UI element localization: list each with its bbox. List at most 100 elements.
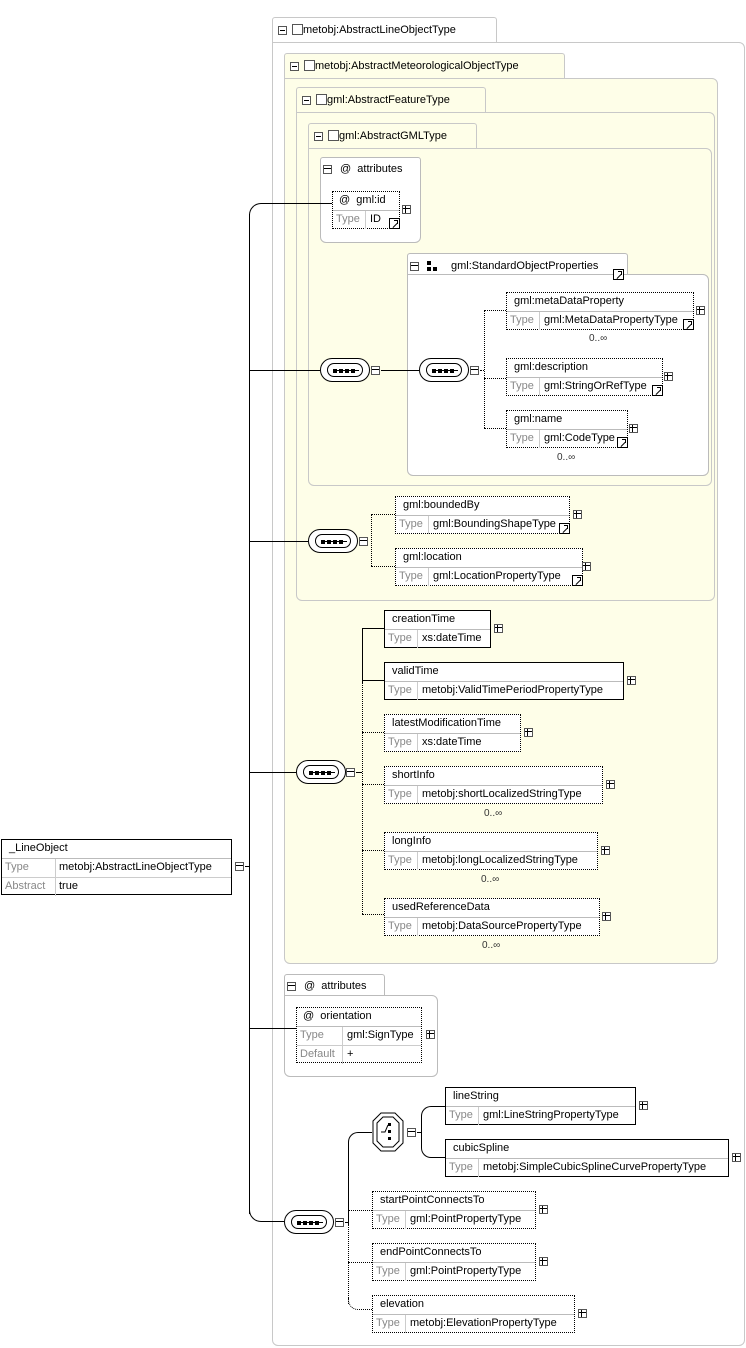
collapse-icon[interactable] xyxy=(359,537,368,546)
collapse-icon[interactable] xyxy=(302,96,311,105)
tab-feature-type[interactable]: gml:AbstractFeatureType xyxy=(296,87,486,113)
expand-icon[interactable] xyxy=(629,424,638,433)
expand-icon[interactable] xyxy=(494,624,503,633)
goto-group-icon[interactable] xyxy=(613,269,624,280)
sequence-compositor-icon[interactable] xyxy=(284,1210,334,1234)
type-label: metobj:AbstractMeteorologicalObjectType xyxy=(315,60,519,72)
sequence-compositor-icon[interactable] xyxy=(419,358,469,382)
expand-icon[interactable] xyxy=(627,676,636,685)
type-value: gml:PointPropertyType xyxy=(410,1213,522,1225)
type-value: ID xyxy=(370,213,381,225)
expand-icon[interactable] xyxy=(578,1309,587,1318)
collapse-icon[interactable] xyxy=(314,132,323,141)
element-name: latestModificationTime xyxy=(385,715,520,734)
expand-icon[interactable] xyxy=(601,846,610,855)
type-key: Type xyxy=(297,1027,343,1045)
expand-icon[interactable] xyxy=(402,205,411,214)
type-value: metobj:SimpleCubicSplineCurvePropertyTyp… xyxy=(483,1161,707,1173)
element-name: gml:boundedBy xyxy=(396,497,569,516)
collapse-icon[interactable] xyxy=(278,26,287,35)
collapse-icon[interactable] xyxy=(335,1218,344,1227)
collapse-icon[interactable] xyxy=(371,366,380,375)
type-checkbox-icon[interactable] xyxy=(328,130,339,141)
attributes-header: @ attributes xyxy=(304,980,367,992)
goto-type-icon[interactable] xyxy=(617,437,628,448)
element-name: cubicSpline xyxy=(446,1140,728,1159)
type-key: Type xyxy=(385,786,418,804)
collapse-icon[interactable] xyxy=(410,262,419,271)
element-name: elevation xyxy=(373,1296,574,1315)
expand-icon[interactable] xyxy=(664,372,673,381)
expand-icon[interactable] xyxy=(524,728,533,737)
expand-icon[interactable] xyxy=(539,1205,548,1214)
collapse-icon[interactable] xyxy=(235,862,244,871)
collapse-icon[interactable] xyxy=(287,982,296,991)
type-key: Type xyxy=(446,1107,479,1125)
type-checkbox-icon[interactable] xyxy=(292,24,303,35)
expand-icon[interactable] xyxy=(696,306,705,315)
type-checkbox-icon[interactable] xyxy=(316,94,327,105)
sequence-compositor-icon[interactable] xyxy=(308,529,358,553)
sequence-compositor-icon[interactable] xyxy=(296,760,346,784)
expand-icon[interactable] xyxy=(573,510,582,519)
cardinality: 0..∞ xyxy=(589,333,608,344)
attributes-label: attributes xyxy=(321,980,367,992)
collapse-icon[interactable] xyxy=(470,366,479,375)
collapse-icon[interactable] xyxy=(407,1128,416,1137)
collapse-icon[interactable] xyxy=(346,768,355,777)
expand-icon[interactable] xyxy=(539,1257,548,1266)
choice-compositor-icon[interactable] xyxy=(372,1112,404,1152)
expand-icon[interactable] xyxy=(639,1101,648,1110)
type-key: Type xyxy=(373,1263,406,1281)
cardinality: 0..∞ xyxy=(557,452,576,463)
at-icon: @ xyxy=(303,1010,315,1022)
tab-line-object-type[interactable]: metobj:AbstractLineObjectType xyxy=(272,17,497,43)
type-value: metobj:DataSourcePropertyType xyxy=(422,920,582,932)
element-name: shortInfo xyxy=(385,767,602,786)
type-value: gml:LineStringPropertyType xyxy=(483,1109,619,1121)
type-value: gml:BoundingShapeType xyxy=(433,518,556,530)
goto-type-icon[interactable] xyxy=(559,523,570,534)
element-name: gml:description xyxy=(507,359,662,378)
type-value: metobj:longLocalizedStringType xyxy=(422,854,578,866)
type-checkbox-icon[interactable] xyxy=(304,60,315,71)
expand-icon[interactable] xyxy=(582,562,591,571)
expand-icon[interactable] xyxy=(426,1030,435,1039)
expand-icon[interactable] xyxy=(732,1153,741,1162)
attribute-name: gml:id xyxy=(356,194,386,206)
goto-type-icon[interactable] xyxy=(652,385,663,396)
attribute-name: orientation xyxy=(320,1010,372,1022)
sequence-compositor-icon[interactable] xyxy=(320,358,370,382)
element-name: gml:location xyxy=(396,549,582,568)
type-value: gml:PointPropertyType xyxy=(410,1265,522,1277)
tab-gml-type[interactable]: gml:AbstractGMLType xyxy=(308,123,477,149)
tab-met-object-type[interactable]: metobj:AbstractMeteorologicalObjectType xyxy=(284,53,565,79)
expand-icon[interactable] xyxy=(602,912,611,921)
goto-type-icon[interactable] xyxy=(683,319,694,330)
collapse-icon[interactable] xyxy=(323,165,332,174)
element-name: gml:name xyxy=(507,411,627,430)
goto-type-icon[interactable] xyxy=(572,575,583,586)
expand-icon[interactable] xyxy=(606,780,615,789)
collapse-icon[interactable] xyxy=(290,62,299,71)
goto-type-icon[interactable] xyxy=(389,218,400,229)
